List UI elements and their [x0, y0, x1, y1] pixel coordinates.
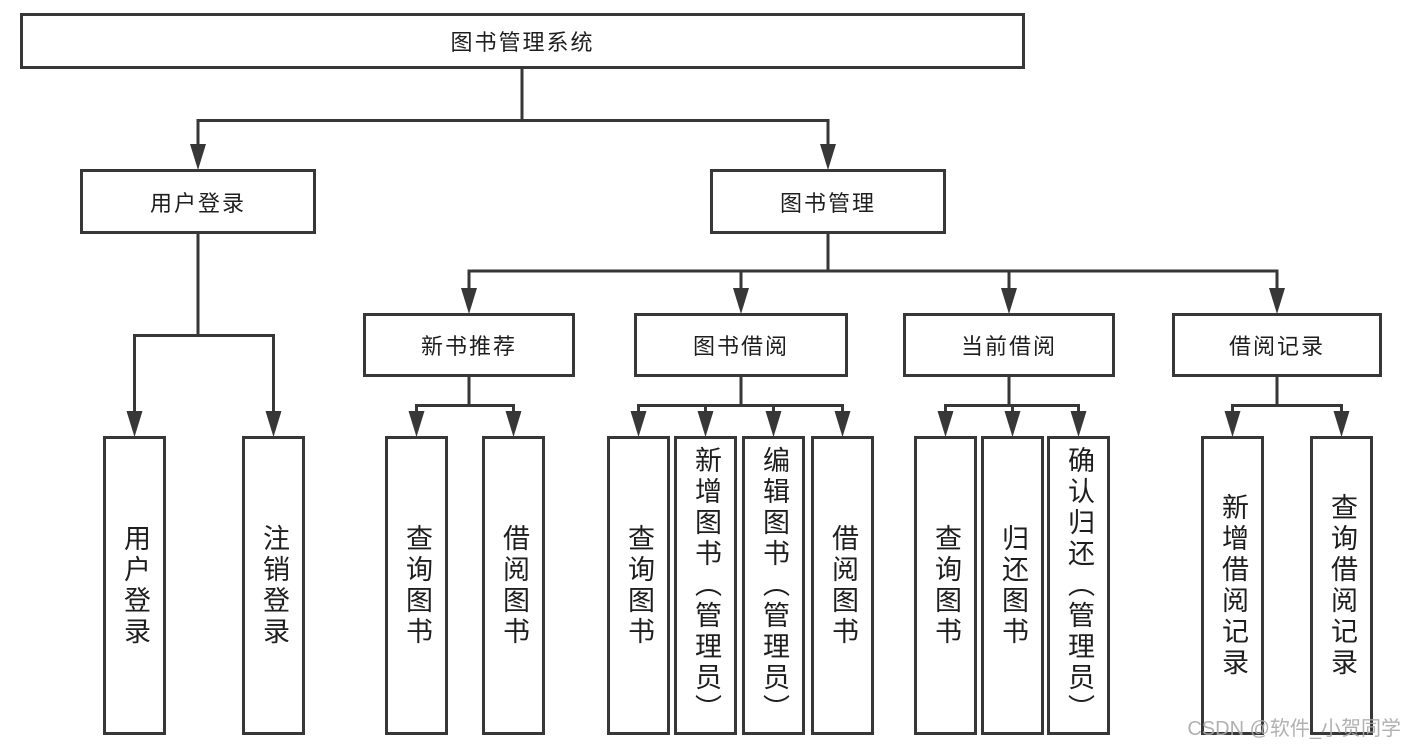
connector-root-to-level2	[190, 69, 836, 170]
arrow-down-icon	[820, 144, 836, 170]
arrow-down-icon	[1269, 288, 1285, 314]
leaf-edit-book-admin-label: 编辑图书（管理员）	[759, 446, 789, 725]
arrow-down-icon	[834, 411, 851, 437]
arrow-down-icon	[937, 411, 954, 437]
node-new-book-recommend-label: 新书推荐	[420, 334, 517, 359]
node-root-label: 图书管理系统	[450, 30, 595, 55]
leaf-borrow-books-recommend-label: 借阅图书	[499, 523, 529, 648]
leaf-confirm-return-admin: 确认归还（管理员）	[1047, 436, 1110, 735]
connector-user-login-children	[126, 234, 282, 437]
leaf-edit-book-admin: 编辑图书（管理员）	[742, 436, 805, 735]
arrow-down-icon	[733, 288, 749, 314]
watermark: CSDN @软件_小贺同学	[1187, 718, 1401, 740]
arrow-down-icon	[630, 411, 647, 437]
arrow-down-icon	[190, 144, 206, 170]
leaf-query-books-recommend-label: 查询图书	[402, 523, 432, 648]
leaf-logout-label: 注销登录	[259, 523, 289, 648]
leaf-add-book-admin-label: 新增图书（管理员）	[691, 446, 721, 725]
leaf-user-login-label: 用户登录	[120, 523, 150, 648]
leaf-return-book-label: 归还图书	[998, 523, 1028, 648]
node-book-borrow-label: 图书借阅	[692, 334, 789, 359]
leaf-query-borrow-record: 查询借阅记录	[1310, 436, 1373, 735]
leaf-user-login: 用户登录	[103, 436, 166, 735]
leaf-query-books-recommend: 查询图书	[385, 436, 448, 735]
leaf-borrow-books-2-label: 借阅图书	[828, 523, 858, 648]
arrow-down-icon	[1070, 411, 1087, 437]
node-book-management: 图书管理	[710, 169, 946, 234]
leaf-borrow-books-2: 借阅图书	[811, 436, 874, 735]
node-user-login-label: 用户登录	[149, 190, 246, 216]
arrow-down-icon	[1001, 288, 1017, 314]
connector-book-management-children	[461, 234, 1285, 314]
connector-new-book-recommend-children	[408, 377, 522, 437]
leaf-logout: 注销登录	[242, 436, 305, 735]
connector-book-borrow-children	[630, 377, 851, 437]
leaf-query-books-borrow-label: 查询图书	[624, 523, 654, 648]
node-book-management-label: 图书管理	[779, 190, 876, 216]
arrow-down-icon	[265, 411, 282, 437]
arrow-down-icon	[697, 411, 714, 437]
arrow-down-icon	[1224, 411, 1241, 437]
arrow-down-icon	[765, 411, 782, 437]
leaf-query-books-borrow: 查询图书	[607, 436, 670, 735]
connector-current-borrow-children	[937, 377, 1087, 437]
arrow-down-icon	[1333, 411, 1350, 437]
leaf-add-book-admin: 新增图书（管理员）	[674, 436, 737, 735]
leaf-borrow-books-recommend: 借阅图书	[482, 436, 545, 735]
leaf-return-book: 归还图书	[981, 436, 1044, 735]
leaf-add-borrow-record-label: 新增借阅记录	[1218, 492, 1248, 679]
leaf-query-books-current: 查询图书	[914, 436, 977, 735]
leaf-query-borrow-record-label: 查询借阅记录	[1327, 492, 1357, 679]
node-current-borrow-label: 当前借阅	[960, 334, 1057, 359]
node-book-borrow: 图书借阅	[634, 313, 848, 377]
arrow-down-icon	[1004, 411, 1021, 437]
node-new-book-recommend: 新书推荐	[363, 313, 575, 377]
leaf-confirm-return-admin-label: 确认归还（管理员）	[1064, 446, 1094, 725]
arrow-down-icon	[505, 411, 522, 437]
arrow-down-icon	[126, 411, 143, 437]
leaf-query-books-current-label: 查询图书	[931, 523, 961, 648]
arrow-down-icon	[408, 411, 425, 437]
arrow-down-icon	[461, 288, 477, 314]
connector-borrow-records-children	[1224, 377, 1350, 437]
node-root: 图书管理系统	[20, 13, 1025, 69]
node-current-borrow: 当前借阅	[903, 313, 1115, 377]
leaf-add-borrow-record: 新增借阅记录	[1201, 436, 1264, 735]
node-borrow-records-label: 借阅记录	[1228, 334, 1325, 359]
node-user-login: 用户登录	[80, 169, 316, 234]
node-borrow-records: 借阅记录	[1172, 313, 1382, 377]
